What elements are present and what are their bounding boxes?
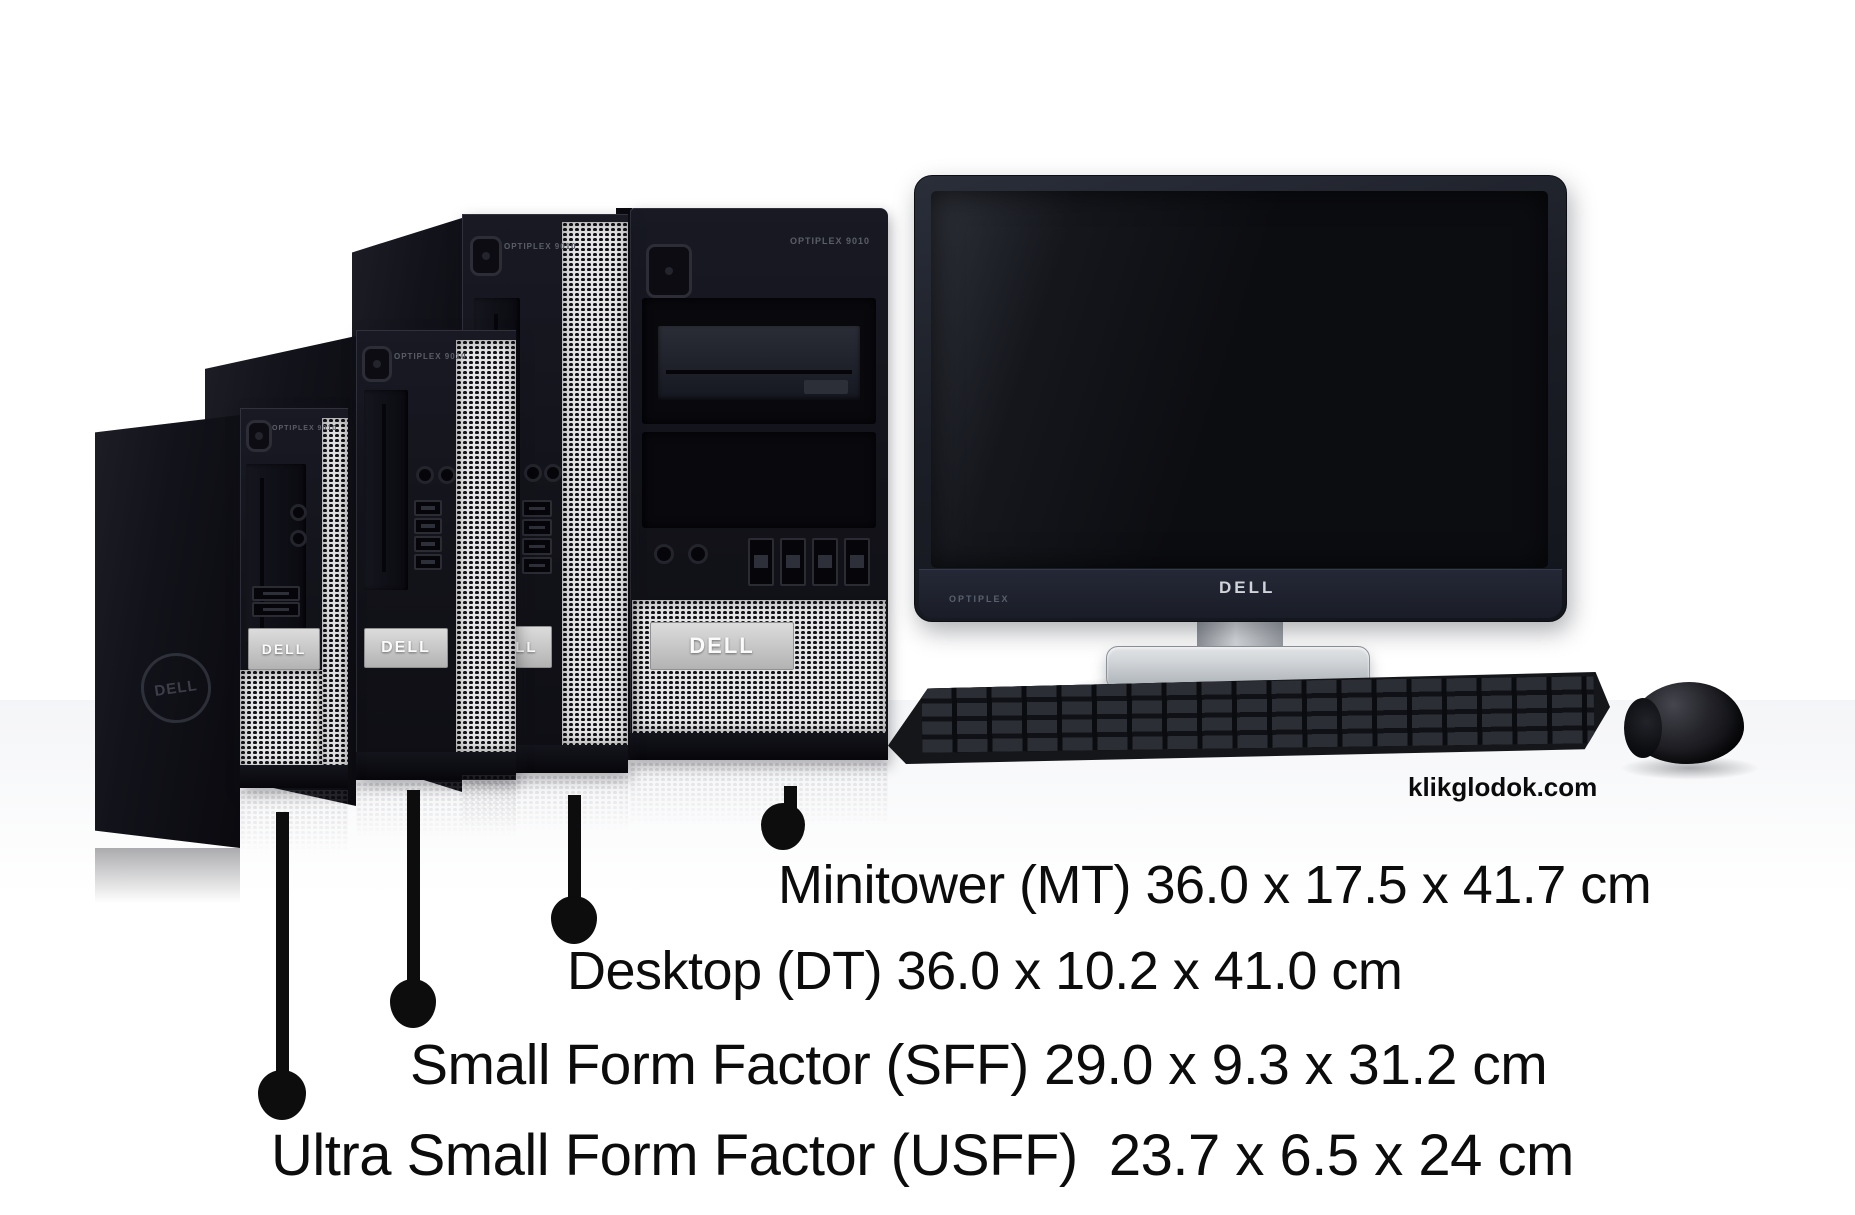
usff-dell-badge: DELL xyxy=(248,628,320,670)
dell-logo: DELL xyxy=(153,676,199,700)
usff-power-button xyxy=(246,420,272,452)
usb-port-icon xyxy=(812,538,838,586)
label-minitower-dimensions: Minitower (MT) 36.0 x 17.5 x 41.7 cm xyxy=(778,855,1652,915)
sff-callout-dot xyxy=(390,979,436,1028)
sff-model-label: OPTIPLEX 9010 xyxy=(394,352,467,361)
usff-side-panel: DELL xyxy=(95,415,240,848)
minitower-power-button xyxy=(646,244,692,298)
headphone-jack-icon xyxy=(524,464,542,482)
label-sff-dimensions: Small Form Factor (SFF) 29.0 x 9.3 x 31.… xyxy=(410,1033,1548,1097)
monitor-chin-bezel: DELL OPTIPLEX xyxy=(919,569,1562,618)
usff-callout-line xyxy=(276,812,289,1073)
sff-reflection xyxy=(356,782,516,852)
keyboard xyxy=(888,672,1610,764)
dell-logo: DELL xyxy=(689,633,755,658)
monitor: DELL OPTIPLEX xyxy=(914,175,1567,622)
minitower-empty-bay xyxy=(642,432,876,528)
optical-drive-eject-button xyxy=(804,380,848,394)
minitower-reflection xyxy=(630,762,888,842)
sff-base xyxy=(356,752,516,780)
label-desktop-dimensions: Desktop (DT) 36.0 x 10.2 x 41.0 cm xyxy=(567,941,1403,1001)
usb-port-icon xyxy=(522,519,552,536)
microphone-jack-icon xyxy=(688,544,708,564)
optical-drive-slot xyxy=(666,370,852,374)
minitower-dell-badge: DELL xyxy=(650,622,794,670)
usb-port-icon xyxy=(522,538,552,555)
tower-minitower: OPTIPLEX 9010 DELL xyxy=(616,208,888,760)
usb-port-icon xyxy=(252,586,300,601)
sff-dell-badge: DELL xyxy=(364,628,448,668)
usb-port-icon xyxy=(414,536,442,552)
watermark-text: klikglodok.com xyxy=(1408,772,1598,802)
usb-port-icon xyxy=(414,500,442,516)
tower-usff: OPTIPLEX 9010 DELL xyxy=(240,408,348,788)
minitower-optical-drive xyxy=(642,298,876,424)
usb-port-icon xyxy=(780,538,806,586)
desktop-power-button xyxy=(470,236,502,276)
desktop-callout-dot xyxy=(551,896,597,944)
dell-logo: DELL xyxy=(381,639,431,656)
headphone-jack-icon xyxy=(416,466,434,484)
usb-port-icon xyxy=(522,500,552,517)
usff-model-label: OPTIPLEX 9010 xyxy=(272,425,338,432)
tower-sff: OPTIPLEX 9010 DELL xyxy=(356,330,516,780)
desktop-model-label: OPTIPLEX 9010 xyxy=(504,242,577,251)
usff-mesh-side-strip xyxy=(322,418,348,770)
usb-port-icon xyxy=(522,557,552,574)
minitower-callout-dot xyxy=(761,803,805,850)
optical-drive-slot xyxy=(260,478,264,628)
monitor-dell-logo: DELL xyxy=(1219,578,1276,597)
desktop-callout-line xyxy=(568,795,581,900)
mouse-front-face xyxy=(1624,698,1662,758)
usb-port-icon xyxy=(414,518,442,534)
usb-port-icon xyxy=(748,538,774,586)
usb-port-icon xyxy=(252,602,300,617)
headphone-jack-icon xyxy=(654,544,674,564)
minitower-model-label: OPTIPLEX 9010 xyxy=(789,236,870,246)
optical-drive-slot xyxy=(382,404,386,572)
headphone-jack-icon xyxy=(290,504,307,521)
sff-optical-drive xyxy=(364,390,408,590)
usff-reflection xyxy=(240,790,348,870)
monitor-screen xyxy=(931,191,1548,568)
usb-port-icon xyxy=(844,538,870,586)
usff-callout-dot xyxy=(258,1070,306,1120)
microphone-jack-icon xyxy=(290,530,307,547)
keyboard-keys xyxy=(921,676,1595,753)
sff-callout-line xyxy=(407,790,420,982)
microphone-jack-icon xyxy=(438,466,456,484)
desktop-reflection xyxy=(462,775,628,845)
monitor-optiplex-label: OPTIPLEX xyxy=(949,594,1010,604)
usb-port-icon xyxy=(414,554,442,570)
sff-mesh-grille xyxy=(456,340,516,752)
minitower-base xyxy=(630,733,888,760)
usff-optical-drive xyxy=(246,464,306,644)
sff-power-button xyxy=(362,346,392,382)
minitower-front-panel: OPTIPLEX 9010 DELL xyxy=(630,208,888,760)
dell-logo: DELL xyxy=(261,641,307,657)
usff-mesh-grille xyxy=(240,670,322,770)
desktop-mesh-grille xyxy=(562,222,628,745)
microphone-jack-icon xyxy=(544,464,562,482)
usff-base xyxy=(240,765,348,788)
usff-side-reflection xyxy=(95,848,240,913)
label-usff-dimensions: Ultra Small Form Factor (USFF) 23.7 x 6.… xyxy=(271,1123,1574,1188)
usff-side-dell-emboss: DELL xyxy=(136,648,216,728)
